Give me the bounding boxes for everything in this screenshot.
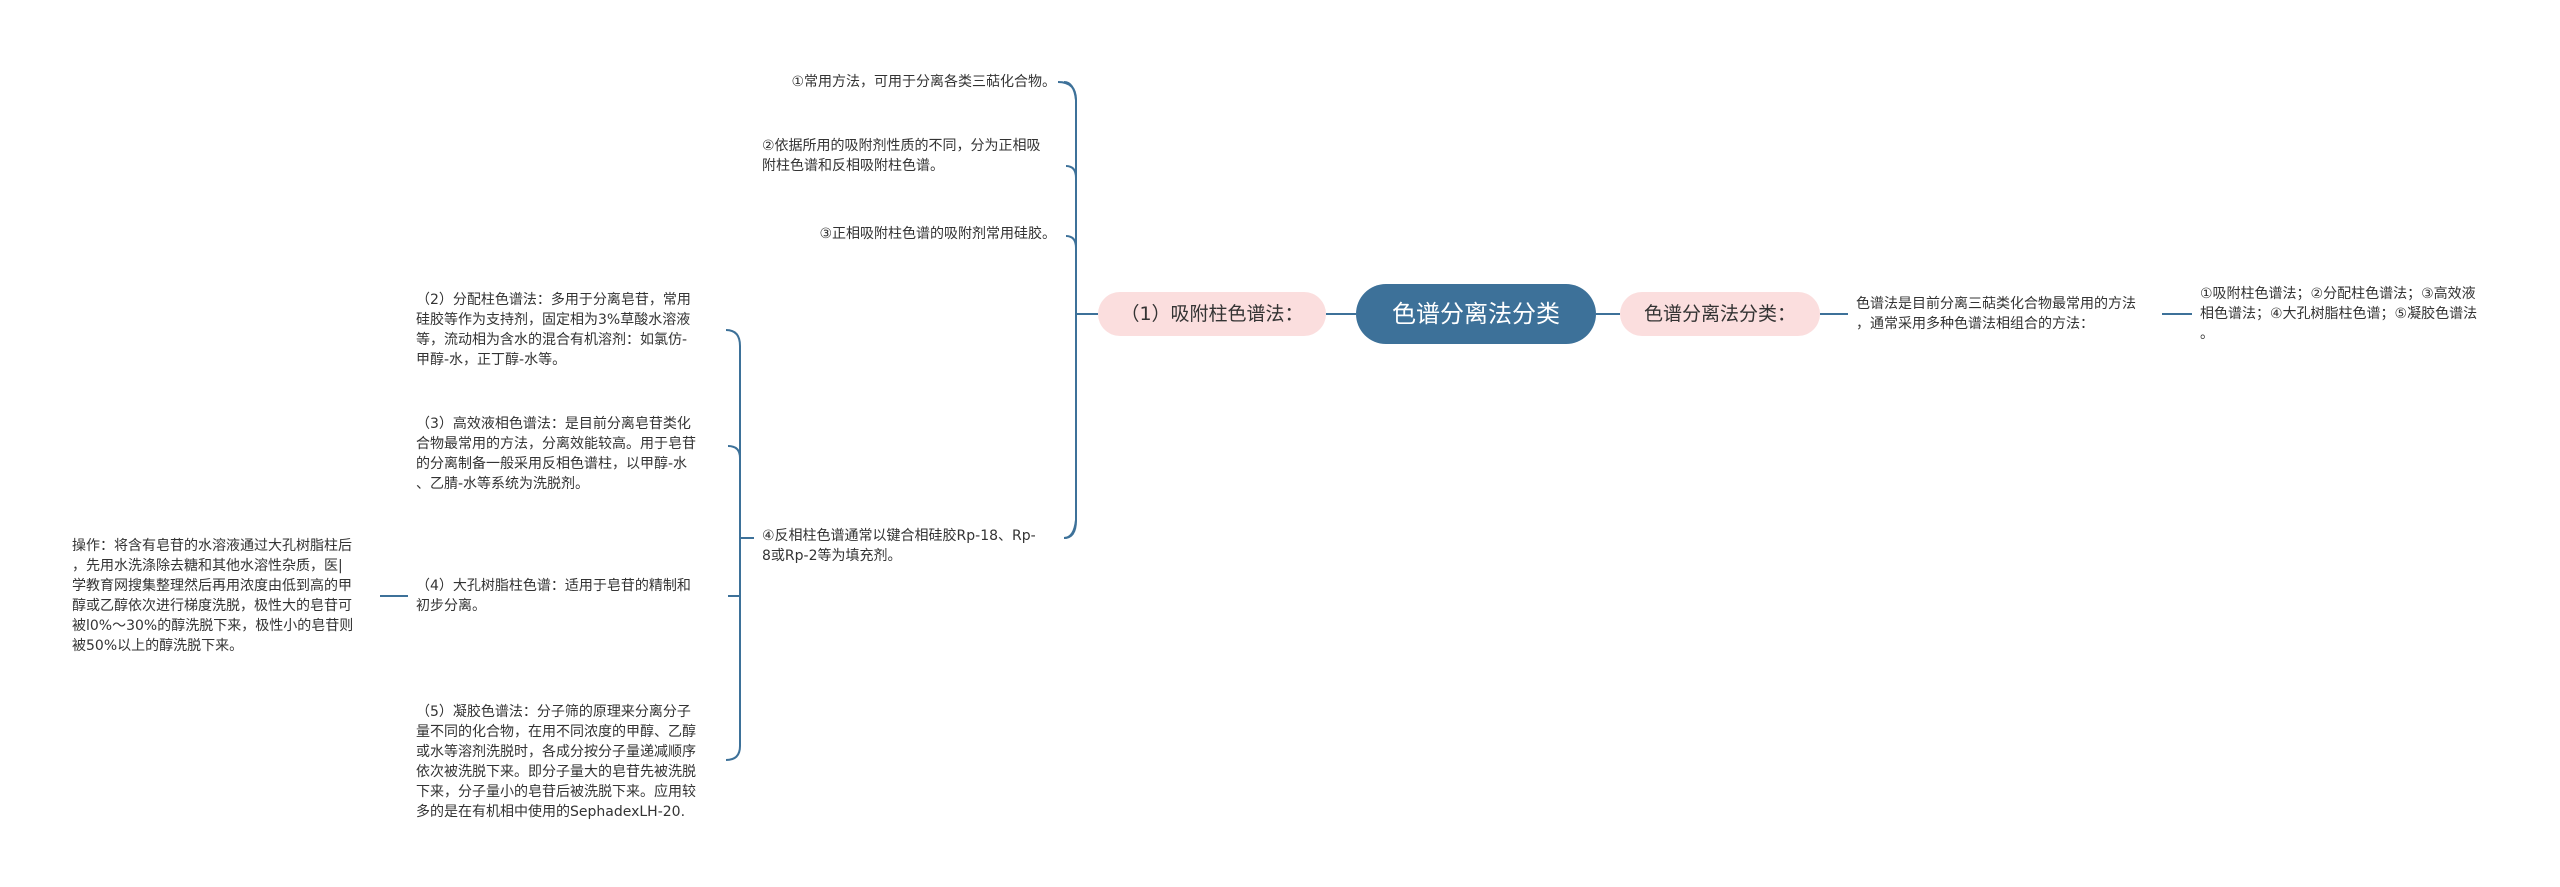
text-line: （5）凝胶色谱法：分子筛的原理来分离分子 (416, 704, 691, 720)
text-line: 依次被洗脱下来。即分子量大的皂苷先被洗脱 (416, 764, 696, 780)
text-line: 多的是在有机相中使用的SephadexLH-20. (416, 804, 686, 820)
text-line: 醇或乙醇依次进行梯度洗脱，极性大的皂苷可 (72, 598, 352, 614)
text-line: 、乙腈-水等系统为洗脱剂。 (416, 476, 590, 492)
right-branch-label: 色谱分离法分类： (1643, 303, 1796, 325)
edge-child-2 (1065, 165, 1077, 179)
text-line: 操作：将含有皂苷的水溶液通过大孔树脂柱后 (72, 538, 352, 554)
text-line: （3）高效液相色谱法：是目前分离皂苷类化 (416, 416, 691, 432)
macroporous-resin-node[interactable]: （4）大孔树脂柱色谱：适用于皂苷的精制和 初步分离。 (416, 576, 691, 616)
text-line: ④反相柱色谱通常以键合相硅胶Rp-18、Rp- (762, 528, 1036, 544)
edge-child-4 (1063, 519, 1077, 539)
adsorption-note-3[interactable]: ③正相吸附柱色谱的吸附剂常用硅胶。 (700, 224, 1056, 244)
adsorption-note-1[interactable]: ①常用方法，可用于分离各类三萜化合物。 (700, 72, 1056, 92)
text-line: 初步分离。 (416, 598, 486, 614)
resin-operation-note[interactable]: 操作：将含有皂苷的水溶液通过大孔树脂柱后 ，先用水洗涤除去糖和其他水溶性杂质，医… (72, 536, 353, 656)
text-line: 相色谱法；④大孔树脂柱色谱；⑤凝胶色谱法 (2200, 306, 2478, 322)
right-branch-node[interactable]: 色谱分离法分类： (1620, 292, 1820, 336)
text-line: 等，流动相为含水的混合有机溶剂：如氯仿- (416, 332, 688, 348)
adsorption-note-4[interactable]: ④反相柱色谱通常以键合相硅胶Rp-18、Rp- 8或Rp-2等为填充剂。 (762, 526, 1036, 566)
text-line: 学教育网搜集整理然后再用浓度由低到高的甲 (72, 578, 352, 594)
text-line: 或水等溶剂洗脱时，各成分按分子量递减顺序 (416, 744, 696, 760)
text-line: 。 (2200, 326, 2214, 342)
bracket-adsorption (1063, 81, 1077, 539)
text-line: （4）大孔树脂柱色谱：适用于皂苷的精制和 (416, 578, 691, 594)
left-branch-label: （1）吸附柱色谱法： (1120, 303, 1304, 325)
text-line: ，先用水洗涤除去糖和其他水溶性杂质，医| (72, 558, 343, 574)
text-line: （2）分配柱色谱法：多用于分离皂苷，常用 (416, 292, 691, 308)
chromatography-description[interactable]: 色谱法是目前分离三萜类化合物最常用的方法 ，通常采用多种色谱法相组合的方法： (1856, 294, 2136, 334)
text-line: ，通常采用多种色谱法相组合的方法： (1856, 316, 2094, 332)
adsorption-note-2[interactable]: ②依据所用的吸附剂性质的不同，分为正相吸 附柱色谱和反相吸附柱色谱。 (762, 136, 1041, 176)
partition-chromatography-node[interactable]: （2）分配柱色谱法：多用于分离皂苷，常用 硅胶等作为支持剂，固定相为3%草酸水溶… (416, 290, 691, 370)
edge-child-1 (1057, 81, 1077, 101)
text-line: 附柱色谱和反相吸附柱色谱。 (762, 158, 944, 174)
edge-method-2 (727, 445, 741, 459)
text-line: 下来，分子量小的皂苷后被洗脱下来。应用较 (416, 784, 696, 800)
text-line: 合物最常用的方法，分离效能较高。用于皂苷 (416, 436, 696, 452)
text-line: 被50%以上的醇洗脱下来。 (72, 638, 244, 654)
edge-child-3 (1065, 235, 1077, 249)
hplc-node[interactable]: （3）高效液相色谱法：是目前分离皂苷类化 合物最常用的方法，分离效能较高。用于皂… (416, 414, 696, 494)
root-label: 色谱分离法分类 (1392, 300, 1560, 328)
bracket-methods (725, 329, 741, 761)
text-line: 甲醇-水，正丁醇-水等。 (416, 352, 567, 368)
text-line: 8或Rp-2等为填充剂。 (762, 548, 902, 564)
text-line: 硅胶等作为支持剂，固定相为3%草酸水溶液 (416, 312, 691, 328)
text-line: 量不同的化合物，在用不同浓度的甲醇、乙醇 (416, 724, 696, 740)
text-line: 色谱法是目前分离三萜类化合物最常用的方法 (1856, 296, 2136, 312)
root-node[interactable]: 色谱分离法分类 (1356, 284, 1596, 344)
text-line: ①常用方法，可用于分离各类三萜化合物。 (791, 74, 1056, 90)
text-line: ②依据所用的吸附剂性质的不同，分为正相吸 (762, 138, 1041, 154)
left-branch-node[interactable]: （1）吸附柱色谱法： (1098, 292, 1326, 336)
method-list-summary[interactable]: ①吸附柱色谱法；②分配柱色谱法；③高效液 相色谱法；④大孔树脂柱色谱；⑤凝胶色谱… (2200, 284, 2477, 344)
text-line: 被l0%～30%的醇洗脱下来，极性小的皂苷则 (72, 618, 354, 634)
text-line: 的分离制备一般采用反相色谱柱，以甲醇-水 (416, 456, 688, 472)
text-line: ①吸附柱色谱法；②分配柱色谱法；③高效液 (2200, 286, 2476, 302)
gel-chromatography-node[interactable]: （5）凝胶色谱法：分子筛的原理来分离分子 量不同的化合物，在用不同浓度的甲醇、乙… (416, 702, 696, 822)
text-line: ③正相吸附柱色谱的吸附剂常用硅胶。 (819, 226, 1056, 242)
